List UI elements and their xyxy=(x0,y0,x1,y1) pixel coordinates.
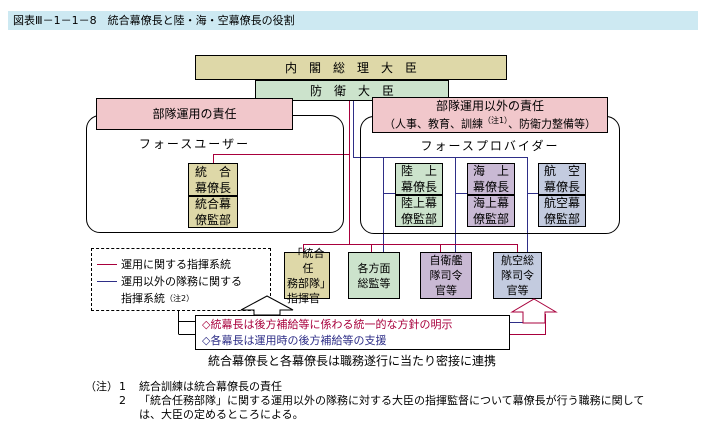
aircmd-line3: 官等 xyxy=(506,284,529,297)
footnote-label: （注） xyxy=(85,380,118,393)
aircmd-line2: 隊司令 xyxy=(501,269,534,282)
legend-item-operational-label: 運用に関する指揮系統 xyxy=(121,258,231,271)
cooperation-note: 統合幕僚長と各幕僚長は職務遂行に当たり密接に連携 xyxy=(207,354,496,368)
joint-staff-line1: 統合幕 xyxy=(194,197,231,211)
callout-line2: ◇各幕長は運用時の後方補給等の支援 xyxy=(202,334,387,347)
operation-responsibility-box: 部隊運用の責任 xyxy=(96,98,293,130)
footnote-1-num: 1 xyxy=(119,380,126,393)
army-line2: 総監等 xyxy=(357,276,391,290)
jtf-line1: 「統合任 xyxy=(291,246,325,275)
non-operational-stub-ground xyxy=(383,193,395,194)
callout-box: ◇統幕長は後方補給等に係わる統一的な方針の明示 ◇各幕長は運用時の後方補給等の支… xyxy=(195,315,510,350)
non-operational-stub-maritime xyxy=(455,193,467,194)
operational-drop-aircmd xyxy=(517,244,518,253)
ground-chief-line1: 陸 上 xyxy=(400,164,437,178)
joint-staff-office-box: 統合幕 僚監部 xyxy=(188,196,238,228)
operational-bus xyxy=(303,244,518,245)
defense-minister-box: 防 衛 大 臣 xyxy=(255,80,449,101)
fleet-line3: 官等 xyxy=(435,284,457,297)
jtf-commander-box: 「統合任 務部隊」 指揮官 xyxy=(284,247,331,305)
operational-drop-fleet xyxy=(440,244,441,253)
legend-item-non-operational: 運用以外の隊務に関する xyxy=(97,273,242,289)
maritime-chief-line1: 海 上 xyxy=(472,164,509,178)
legend-item-non-operational-cont: 指揮系統 （注2） xyxy=(121,290,194,306)
figure-title: 図表Ⅲ－1－1－8 統合幕僚長と陸・海・空幕僚長の役割 xyxy=(8,11,698,30)
callout-right-connector-red xyxy=(510,314,546,335)
note2-ref: （注2） xyxy=(165,293,195,303)
footnote-1-text: 統合訓練は統合幕僚長の責任 xyxy=(139,380,282,393)
legend-item-non-operational-label2: 指揮系統 xyxy=(121,292,165,305)
legend-box: 運用に関する指揮系統 運用以外の隊務に関する 指揮系統 （注2） xyxy=(91,248,271,311)
operational-drop-army xyxy=(371,244,372,253)
operational-line-main xyxy=(349,101,350,245)
non-operation-responsibility-box: 部隊運用以外の責任 （人事、教育、訓練（注1）、防衛力整備等） xyxy=(372,97,608,133)
footnote-2-num: 2 xyxy=(119,394,126,407)
regional-army-commander-box: 各方面 総監等 xyxy=(348,252,400,299)
maritime-chief-box: 海 上 幕僚長 xyxy=(467,163,515,195)
ground-staff-line1: 陸上幕 xyxy=(400,196,437,210)
callout-line1: ◇統幕長は後方補給等に係わる統一的な方針の明示 xyxy=(202,318,453,331)
operational-drop-jcs xyxy=(213,154,214,163)
force-provider-label: フォースプロバイダー xyxy=(420,139,560,153)
air-defense-commander-box: 航空総 隊司令 官等 xyxy=(493,252,542,299)
red-line-sample xyxy=(97,263,117,265)
air-chief-line1: 航 空 xyxy=(543,164,580,178)
non-operational-drop-air xyxy=(527,157,528,253)
note1-ref: （注1） xyxy=(482,116,509,126)
joint-chief-box: 統 合 幕僚長 xyxy=(188,163,238,196)
maritime-staff-office-box: 海上幕 僚監部 xyxy=(467,195,515,227)
joint-staff-line2: 僚監部 xyxy=(194,213,231,227)
ground-staff-office-box: 陸上幕 僚監部 xyxy=(395,195,443,227)
callout-left-connector xyxy=(178,311,195,335)
non-operational-line-main xyxy=(353,101,354,158)
air-chief-line2: 幕僚長 xyxy=(543,180,580,194)
callout-right-connector-navy xyxy=(510,311,528,323)
jtf-line3: 指揮官 xyxy=(287,291,320,305)
defense-minister-label: 防 衛 大 臣 xyxy=(309,83,394,98)
non-operational-branch-right xyxy=(353,157,528,158)
operational-branch-left xyxy=(213,154,350,155)
operation-responsibility-label: 部隊運用の責任 xyxy=(152,107,237,121)
non-operation-responsibility-detail: （人事、教育、訓練（注1）、防衛力整備等） xyxy=(383,116,597,131)
ground-staff-line2: 僚監部 xyxy=(400,212,437,226)
prime-minister-box: 内 閣 総 理 大 臣 xyxy=(195,55,507,80)
joint-chief-line1: 統 合 xyxy=(194,164,231,179)
jtf-line2: 務部隊」 xyxy=(287,276,331,290)
non-operational-drop-maritime xyxy=(455,157,456,252)
joint-chief-line2: 幕僚長 xyxy=(194,180,231,195)
non-operation-responsibility-label: 部隊運用以外の責任 xyxy=(435,99,544,114)
air-staff-office-box: 航空幕 僚監部 xyxy=(538,195,586,227)
air-chief-box: 航 空 幕僚長 xyxy=(538,163,586,195)
footnotes: （注） 1 統合訓練は統合幕僚長の責任 2 「統合任務部隊」に関する運用以外の隊… xyxy=(85,380,665,422)
maritime-staff-line1: 海上幕 xyxy=(472,196,509,210)
prime-minister-label: 内 閣 総 理 大 臣 xyxy=(284,60,417,75)
maritime-chief-line2: 幕僚長 xyxy=(472,180,509,194)
fleet-line2: 隊司令 xyxy=(429,269,463,282)
ground-chief-line2: 幕僚長 xyxy=(400,180,437,194)
non-operational-drop-ground xyxy=(383,157,384,252)
legend-item-non-operational-label1: 運用以外の隊務に関する xyxy=(121,275,242,288)
fleet-commander-box: 自衛艦 隊司令 官等 xyxy=(420,252,472,299)
maritime-staff-line2: 僚監部 xyxy=(472,212,509,226)
force-user-label: フォースユーザー xyxy=(138,137,251,151)
operational-drop-jtf xyxy=(303,244,304,253)
non-operational-stub-air xyxy=(527,193,538,194)
fleet-line1: 自衛艦 xyxy=(429,254,463,267)
aircmd-line1: 航空総 xyxy=(501,254,534,267)
legend-item-operational: 運用に関する指揮系統 xyxy=(97,256,231,272)
ground-chief-box: 陸 上 幕僚長 xyxy=(395,163,443,195)
navy-line-sample xyxy=(97,280,117,282)
footnote-2: 2 「統合任務部隊」に関する運用以外の隊務に対する大臣の指揮監督について幕僚長が… xyxy=(119,394,659,422)
up-arrow-red-icon xyxy=(510,298,558,324)
army-line1: 各方面 xyxy=(357,261,391,275)
air-staff-line1: 航空幕 xyxy=(543,196,580,210)
footnote-2-text: 「統合任務部隊」に関する運用以外の隊務に対する大臣の指揮監督について幕僚長が行う… xyxy=(139,394,645,421)
air-staff-line2: 僚監部 xyxy=(543,212,580,226)
footnote-1: 1 統合訓練は統合幕僚長の責任 xyxy=(119,380,659,394)
